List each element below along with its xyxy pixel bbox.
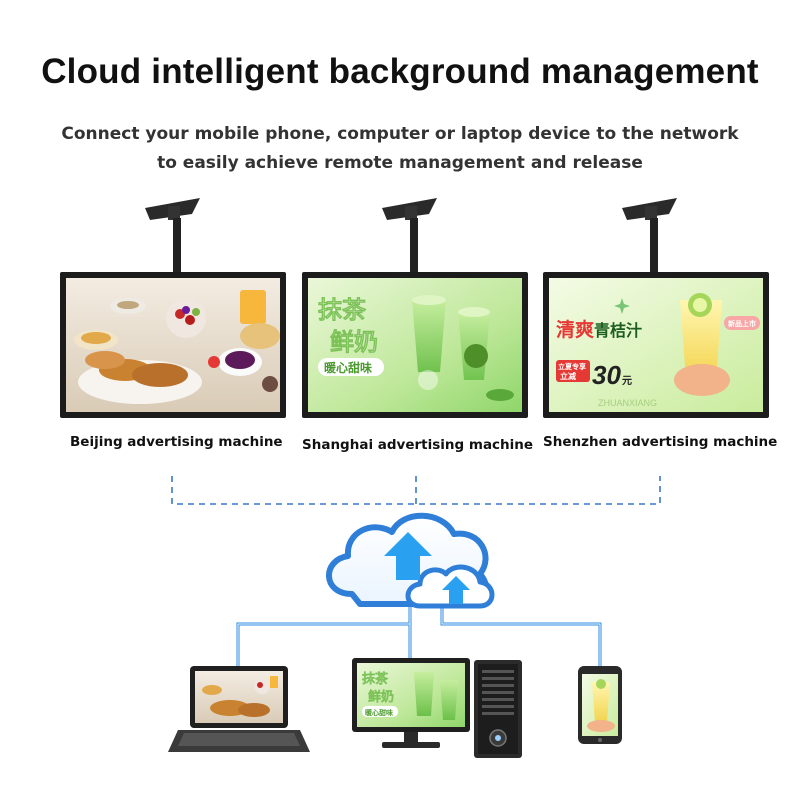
pc-tower-icon xyxy=(474,660,522,758)
smartphone-icon xyxy=(578,666,622,744)
ceiling-mount-icon xyxy=(622,198,677,274)
ad-text-promo-1: 立夏专享 xyxy=(558,362,586,371)
screen-beijing xyxy=(60,272,286,418)
ad-text-brand-2: 青桔汁 xyxy=(594,321,642,340)
ad-text-matcha: 抹茶 xyxy=(318,296,367,324)
screen-label-shanghai: Shanghai advertising machine xyxy=(302,437,534,453)
monitor-ad-text-1: 抹茶 xyxy=(362,671,389,687)
ad-text-new: 新品上市 xyxy=(728,319,756,328)
ad-text-brand-1: 清爽 xyxy=(556,318,594,341)
screen-label-shenzhen: Shenzhen advertising machine xyxy=(543,434,778,450)
ad-text-sweet: 暖心甜味 xyxy=(324,360,372,375)
upload-arrow-icon-small xyxy=(442,576,470,604)
screen-shenzhen: 清爽 青桔汁 立夏专享 立减 30 元 新品上市 ZHUANXIANG xyxy=(543,272,769,418)
desktop-monitor-icon: 抹茶 鲜奶 暖心甜味 xyxy=(352,658,470,748)
dashed-connector xyxy=(171,476,661,505)
network-lines-inner xyxy=(237,602,601,668)
ad-text-price: 30 xyxy=(592,360,621,390)
ad-text-unit: 元 xyxy=(622,375,632,387)
page-subtitle: Connect your mobile phone, computer or l… xyxy=(0,120,800,178)
ad-text-watermark: ZHUANXIANG xyxy=(598,398,657,408)
monitor-ad-text-3: 暖心甜味 xyxy=(365,708,393,717)
monitor-ad-text-2: 鲜奶 xyxy=(368,689,394,705)
ad-text-promo-2: 立减 xyxy=(560,371,576,381)
upload-arrow-icon xyxy=(384,532,432,580)
page-title: Cloud intelligent background management xyxy=(41,52,759,91)
ceiling-mount-icon xyxy=(382,198,437,274)
screen-label-beijing: Beijing advertising machine xyxy=(70,434,283,450)
subtitle-line-2: to easily achieve remote management and … xyxy=(157,153,643,173)
ceiling-mount-icon xyxy=(145,198,200,274)
screen-shanghai: 抹茶 鲜奶 暖心甜味 xyxy=(302,272,528,418)
laptop-icon xyxy=(168,666,310,752)
subtitle-line-1: Connect your mobile phone, computer or l… xyxy=(61,124,739,144)
ad-text-milk: 鲜奶 xyxy=(330,328,378,356)
